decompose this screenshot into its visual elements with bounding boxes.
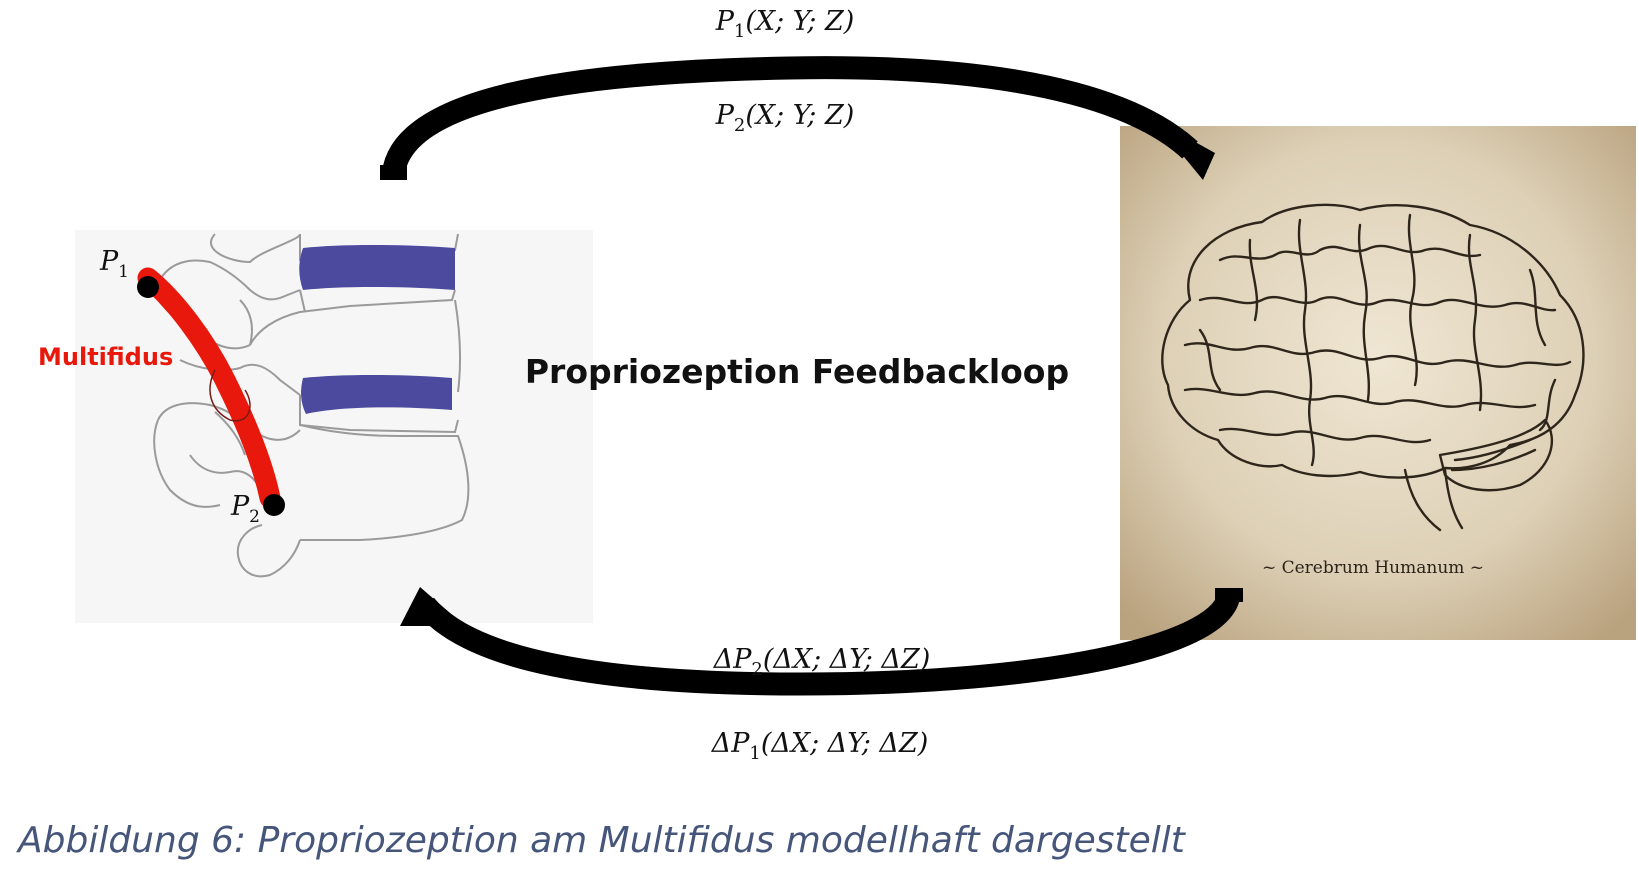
upper-disc xyxy=(299,245,455,290)
bottom-arrowhead xyxy=(400,587,465,626)
bottom-label-dp2: ΔP2(ΔX; ΔY; ΔZ) xyxy=(713,644,931,680)
top-arrow xyxy=(380,56,1215,181)
parchment-background xyxy=(1120,126,1636,640)
multifidus-muscle xyxy=(137,267,281,509)
lower-disc xyxy=(301,375,452,414)
figure-caption: Abbildung 6: Propriozeption am Multifidu… xyxy=(18,820,1185,861)
point-p1-label: P1 xyxy=(99,246,129,282)
point-p2-label: P2 xyxy=(230,491,260,527)
spine-illustration: P1 P2 Multifidus xyxy=(38,230,593,623)
bottom-label-dp1: ΔP1(ΔX; ΔY; ΔZ) xyxy=(711,728,929,764)
top-arrowhead xyxy=(1152,118,1215,180)
brainstem xyxy=(1403,468,1464,532)
brain-caption: ~ Cerebrum Humanum ~ xyxy=(1262,558,1484,578)
cerebellum xyxy=(1438,418,1554,492)
multifidus-label: Multifidus xyxy=(38,343,173,371)
cerebrum-outline xyxy=(1161,203,1585,479)
top-label-p2: P2(X; Y; Z) xyxy=(715,100,855,136)
top-label-p1: P1(X; Y; Z) xyxy=(715,6,855,42)
point-p2 xyxy=(263,494,285,516)
point-p1 xyxy=(137,276,159,298)
brain-illustration: ~ Cerebrum Humanum ~ xyxy=(1120,126,1636,640)
diagram-title: Propriozeption Feedbackloop xyxy=(525,352,1069,391)
bottom-arrow xyxy=(400,587,1243,696)
